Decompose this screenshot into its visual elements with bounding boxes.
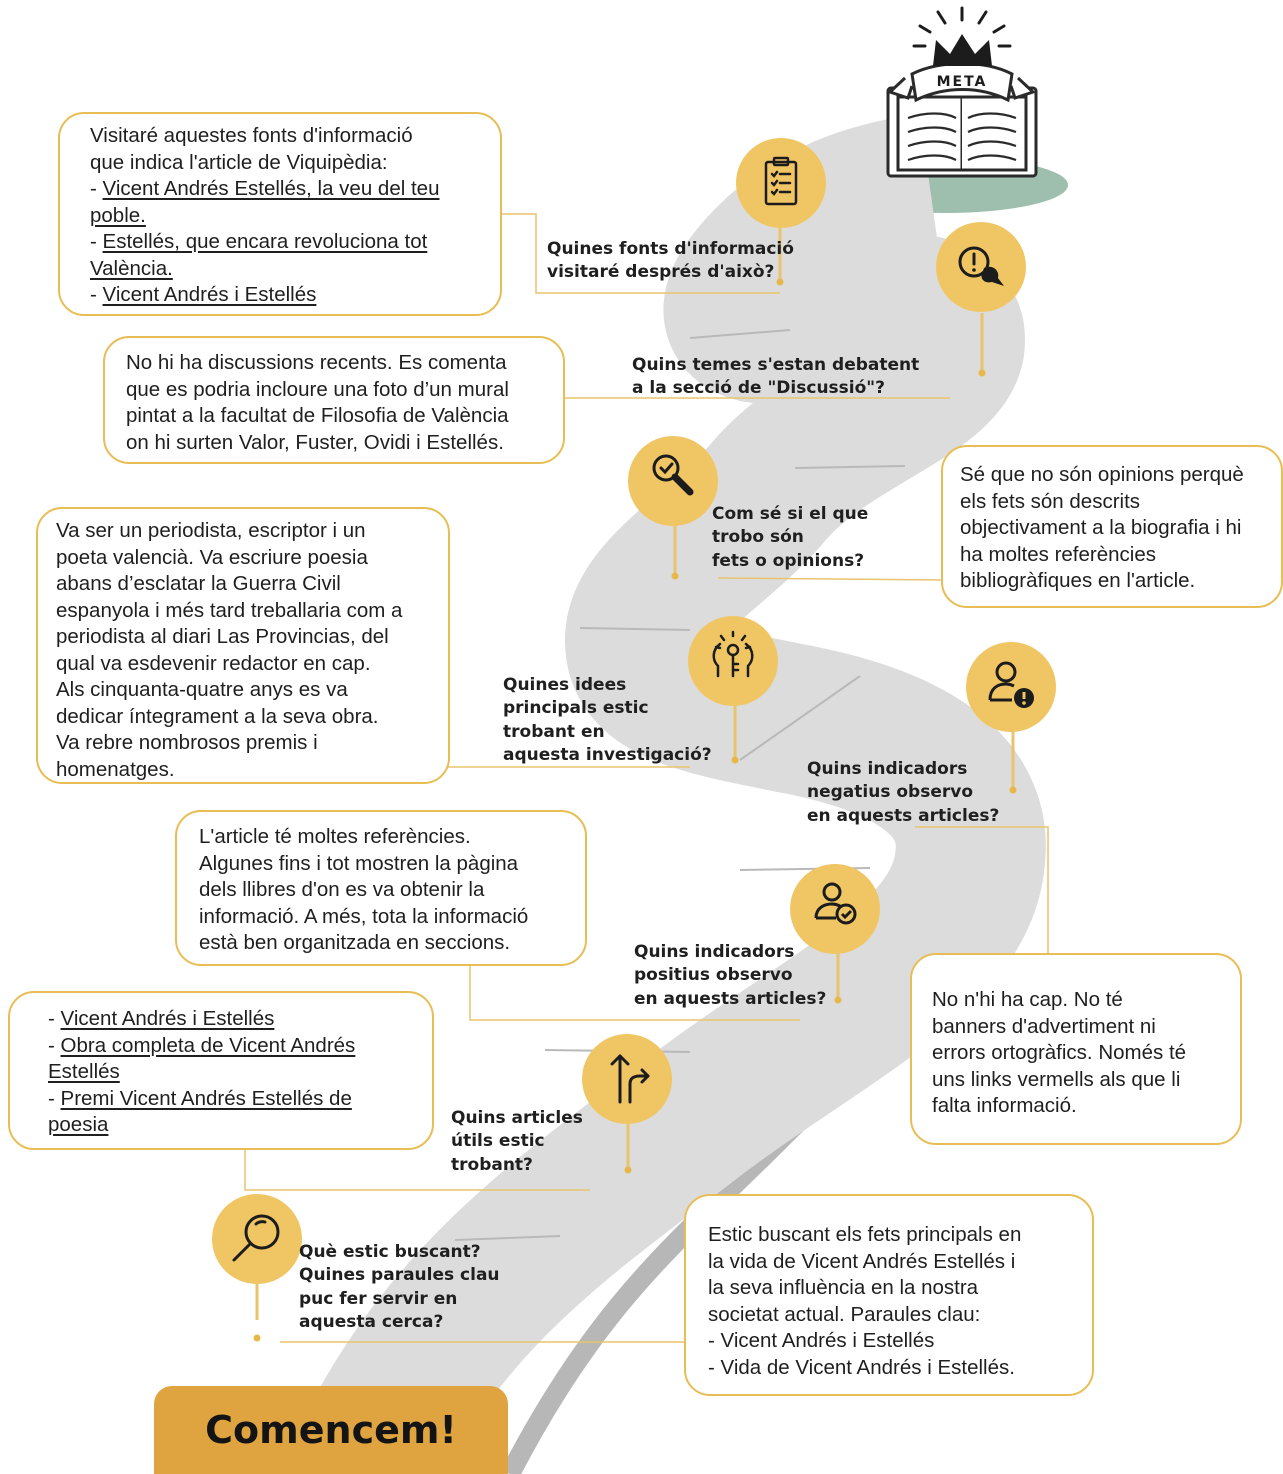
step-1-answer-box: Estic buscant els fets principals en la … (684, 1194, 1094, 1396)
step-7-icon-circle (936, 222, 1026, 312)
step-1-icon-circle (212, 1194, 302, 1284)
head-idea-icon (712, 630, 754, 678)
crown-icon (912, 6, 1012, 66)
user-check-icon (814, 882, 857, 925)
start-button[interactable]: Comencem! (154, 1386, 508, 1474)
clipboard-icon (764, 156, 798, 206)
useful-article-link-3[interactable]: Premi Vicent Andrés Estellés de (60, 1086, 352, 1110)
step-4-icon-circle (966, 642, 1056, 732)
discussion-icon (958, 246, 1004, 286)
step-6-answer-box: Sé que no són opinions perquè els fets s… (941, 445, 1283, 608)
step-2-answer-box: - Vicent Andrés i Estellés - Obra comple… (8, 991, 434, 1150)
useful-article-link-3-cont[interactable]: poesia (48, 1113, 109, 1136)
step-3-icon-circle (790, 864, 880, 954)
step-3-answer-box: L'article té moltes referències. Algunes… (175, 810, 587, 966)
step-6-icon-circle (628, 436, 718, 526)
source-link-1-cont[interactable]: poble. (90, 203, 146, 227)
useful-article-link-2-cont[interactable]: Estellés (48, 1060, 120, 1083)
source-link-3[interactable]: Vicent Andrés i Estellés (102, 283, 317, 306)
source-link-1[interactable]: Vicent Andrés Estellés, la veu del teu (102, 177, 440, 200)
goal-label: META (936, 74, 988, 90)
search-check-icon (652, 454, 694, 496)
step-2-icon-circle (582, 1034, 672, 1124)
step-7-answer-box: No hi ha discussions recents. Es comenta… (103, 336, 565, 464)
source-link-2[interactable]: Estellés, que encara revoluciona tot (102, 230, 428, 253)
useful-article-link-2[interactable]: Obra completa de Vicent Andrés (60, 1033, 356, 1057)
magnifier-icon (232, 1214, 280, 1262)
step-8-icon-circle (736, 138, 826, 228)
step-8-answer-box: Visitaré aquestes fonts d'informació que… (58, 112, 502, 316)
split-arrow-icon (610, 1054, 650, 1104)
source-link-2-cont[interactable]: València. (90, 256, 173, 280)
useful-article-link-1[interactable]: Vicent Andrés i Estellés (60, 1007, 275, 1030)
user-alert-icon (988, 661, 1034, 708)
step-4-answer-box: No n'hi ha cap. No té banners d'advertim… (910, 953, 1242, 1145)
step-5-icon-circle (688, 616, 778, 706)
step-5-answer-box: Va ser un periodista, escriptor i un poe… (36, 507, 450, 784)
book-icon (886, 86, 1038, 178)
